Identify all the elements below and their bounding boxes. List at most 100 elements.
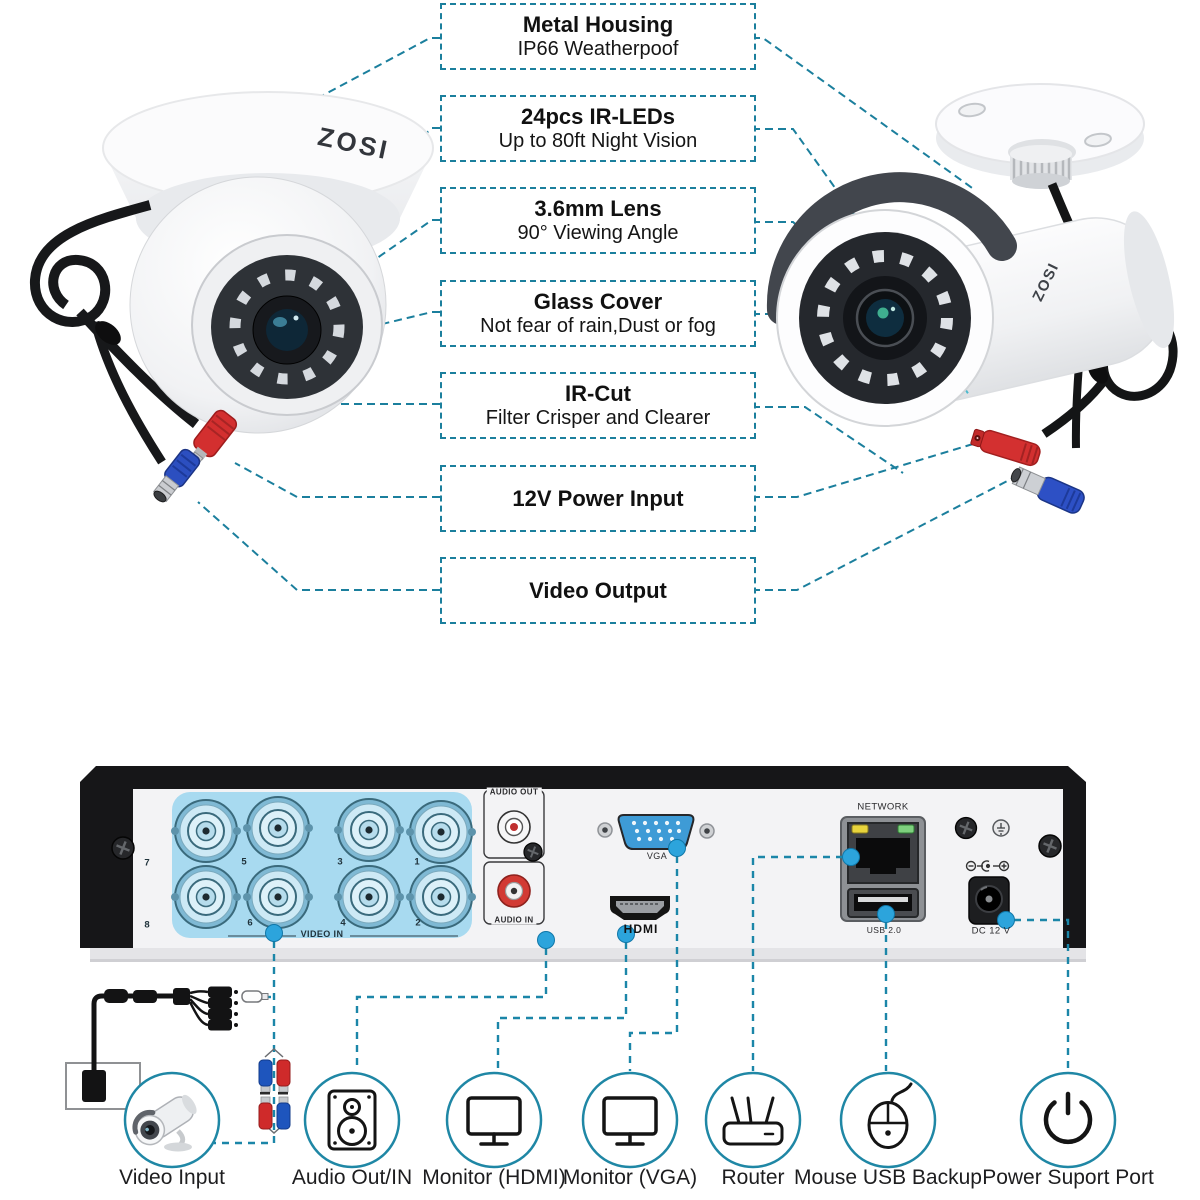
- vga-label: VGA: [646, 851, 668, 861]
- channel-number: 6: [247, 917, 253, 929]
- route-audio: [355, 948, 548, 1071]
- av-connector-pair: [258, 1047, 291, 1135]
- bullet-power-connector-red: [970, 428, 1041, 467]
- dome-lens-highlight: [293, 315, 299, 321]
- audio-out-label: AUDIO OUT: [486, 787, 542, 797]
- line-metal-housing-left: [272, 37, 440, 123]
- line-power-right: [752, 443, 974, 498]
- dot-vga: [668, 839, 686, 857]
- callout-ir-cut: IR-Cut Filter Crisper and Clearer: [440, 372, 756, 439]
- channel-number: 7: [144, 857, 150, 869]
- usb-label: USB 2.0: [866, 925, 902, 935]
- connection-icons: [123, 1071, 1117, 1169]
- cable-joint: [95, 321, 121, 345]
- channel-number: 3: [337, 856, 343, 868]
- callout-title: 3.6mm Lens: [534, 196, 662, 221]
- callout-ir-leds: 24pcs IR-LEDs Up to 80ft Night Vision: [440, 95, 756, 162]
- label-monitor-hdmi: Monitor (HDMI): [422, 1166, 566, 1189]
- bullet-camera: ZOSI: [766, 83, 1178, 514]
- bullet-sun-visor: [766, 172, 1017, 325]
- dc-adapter: [133, 990, 157, 1003]
- label-video-input: Video Input: [119, 1166, 225, 1189]
- channel-number: 4: [340, 917, 346, 929]
- rca-blue-bottom: [276, 1102, 291, 1130]
- callout-title: 24pcs IR-LEDs: [520, 104, 676, 129]
- channel-number: 8: [144, 919, 150, 931]
- label-audio-out-in: Audio Out/IN: [291, 1166, 413, 1189]
- power-icon: [1043, 1091, 1093, 1145]
- callout-subtitle: Not fear of rain,Dust or fog: [480, 315, 716, 337]
- dot-dc-power: [997, 911, 1015, 929]
- network-usb-block: [840, 816, 926, 922]
- mount-screw-slot: [1084, 132, 1112, 148]
- bullet-lens-highlight: [890, 306, 896, 312]
- callout-title: Glass Cover: [533, 289, 663, 314]
- bullet-lens-glint: [877, 307, 889, 319]
- callout-subtitle: 90° Viewing Angle: [517, 222, 679, 244]
- video-in-label: VIDEO IN: [300, 929, 344, 939]
- audio-in-label: AUDIO IN: [491, 915, 537, 925]
- network-led-yellow: [851, 824, 869, 834]
- route-dc-power: [1014, 918, 1070, 1071]
- splitter-junction: [173, 988, 190, 1005]
- ferrite-bead: [104, 989, 128, 1003]
- callout-lens: 3.6mm Lens 90° Viewing Angle: [440, 187, 756, 254]
- dvr-bottom-strip: [90, 948, 1086, 962]
- hdmi-label: HDMI: [623, 922, 659, 936]
- mouse-icon: [867, 1082, 913, 1149]
- dome-ir-led-ring: [229, 269, 345, 385]
- label-monitor-vga: Monitor (VGA): [562, 1166, 698, 1189]
- line-video-left: [197, 501, 440, 591]
- route-vga: [628, 856, 679, 1071]
- route-network: [751, 855, 843, 1071]
- dome-bnc-connector-blue: [152, 448, 201, 503]
- rca-blue-top: [258, 1059, 273, 1087]
- power-circle: [1019, 1071, 1117, 1169]
- speaker-icon: [327, 1089, 377, 1151]
- callout-subtitle: Filter Crisper and Clearer: [485, 407, 711, 429]
- callout-subtitle: Up to 80ft Night Vision: [498, 130, 698, 152]
- dome-cable: [29, 200, 200, 465]
- dot-usb: [877, 905, 895, 923]
- channel-number: 1: [414, 856, 420, 868]
- dvr-rear-panel: [80, 766, 1086, 962]
- line-video-right: [752, 476, 1016, 591]
- dvr-bottom-edge: [90, 959, 1086, 962]
- dc-female-tip: [261, 993, 269, 1000]
- bullet-ir-led-ring: [817, 250, 953, 386]
- mount-knurled-ring: [1010, 145, 1072, 189]
- splitter-tails: [188, 990, 209, 1027]
- label-router: Router: [721, 1166, 785, 1189]
- dot-video-in: [265, 924, 283, 942]
- rca-red-bottom: [258, 1102, 273, 1130]
- power-plug: [82, 1070, 106, 1102]
- callout-power-input: 12V Power Input: [440, 465, 756, 532]
- power-cord: [91, 993, 176, 1070]
- dc-power-jack: [965, 860, 1010, 925]
- callout-subtitle: IP66 Weatherpoof: [517, 38, 679, 60]
- line-glass-left: [311, 311, 440, 342]
- callout-metal-housing: Metal Housing IP66 Weatherpoof: [440, 3, 756, 70]
- splitter-plugs: [208, 986, 238, 1031]
- ground-screw: [992, 819, 1010, 837]
- dc-12v-label: DC 12 V: [971, 925, 1011, 937]
- label-power-support: Power Suport Port: [982, 1166, 1154, 1189]
- route-video-in: [214, 941, 276, 1145]
- callout-title: IR-Cut: [565, 381, 631, 406]
- label-mouse-usb: Mouse USB Backup: [794, 1166, 982, 1189]
- line-ircut-right: [752, 406, 904, 474]
- dot-hdmi: [617, 925, 635, 943]
- rca-red-top: [276, 1059, 291, 1087]
- network-led-green: [897, 824, 915, 834]
- line-lens-right: [752, 221, 890, 310]
- hdmi-port: [610, 896, 670, 920]
- bullet-bnc-connector-blue: [1010, 466, 1085, 514]
- callout-video-output: Video Output: [440, 557, 756, 624]
- line-power-left: [234, 462, 440, 498]
- line-ir-leds-right: [752, 128, 879, 249]
- router-icon: [722, 1096, 784, 1146]
- route-dots: [265, 839, 1015, 949]
- channel-number: 2: [415, 917, 421, 929]
- dome-lens-glass: [266, 309, 308, 351]
